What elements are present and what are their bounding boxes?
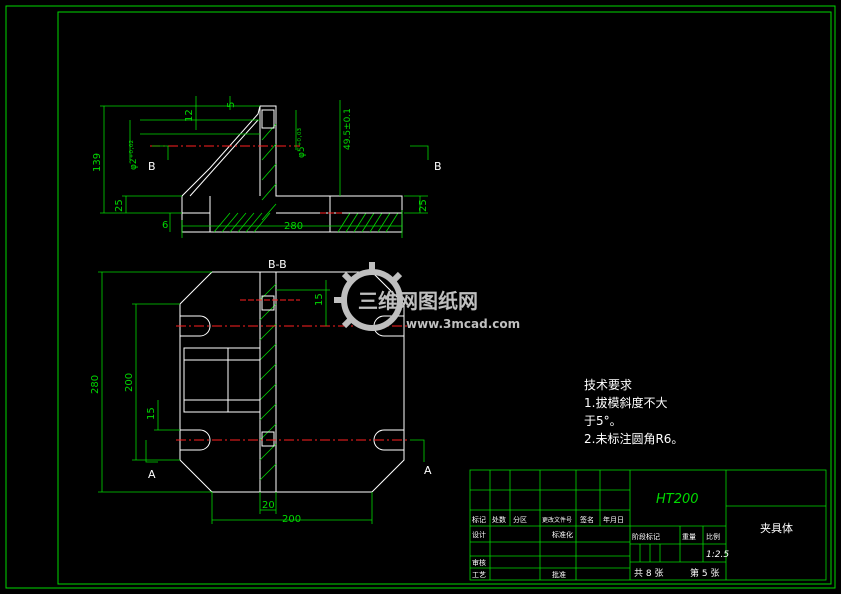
section-title: B-B <box>268 258 287 271</box>
label-stage: 阶段标记 <box>632 532 660 541</box>
tech-notes-line2: 于5°。 <box>584 414 622 428</box>
role-design: 设计 <box>472 530 486 539</box>
section-mark-a-left: A <box>148 468 156 481</box>
section-dim-200-h: 200 <box>282 514 301 525</box>
front-dim-139: 139 <box>92 153 103 172</box>
title-block <box>469 469 827 581</box>
inner-frame <box>57 11 832 585</box>
front-hatch <box>213 123 399 233</box>
front-dim-hole-a: φ2⁺⁰·⁰² <box>129 140 139 170</box>
header-date: 年月日 <box>603 515 624 524</box>
scale-value: 1:2.5 <box>706 550 729 560</box>
front-dim-hole-c: 49.5±0.1 <box>343 108 353 150</box>
part-name: 夹具体 <box>760 521 793 535</box>
section-dim-280: 280 <box>90 375 101 394</box>
front-dim-25-left: 25 <box>114 199 125 212</box>
front-dim-25-right: 25 <box>418 199 429 212</box>
gear-icon <box>334 262 403 331</box>
section-dim-15-left: 15 <box>146 407 157 420</box>
tech-notes-line1: 1.拔模斜度不大 <box>584 395 667 410</box>
tech-notes-title: 技术要求 <box>584 378 632 392</box>
section-mark-a-right: A <box>424 464 432 477</box>
watermark-brand: 三维网图纸网 <box>358 289 478 313</box>
section-dim-20: 20 <box>262 500 275 511</box>
watermark: 三维网图纸网 www.3mcad.com <box>334 262 520 331</box>
watermark-url: www.3mcad.com <box>406 317 520 331</box>
section-hatch <box>259 283 277 481</box>
front-view: 12 5 139 25 6 280 25 φ2⁺⁰·⁰² φ5⁺⁰·⁰³ 49.… <box>92 96 442 238</box>
sheet-number: 第 5 张 <box>690 567 719 579</box>
front-dim-280: 280 <box>284 221 303 232</box>
header-zone: 分区 <box>513 515 527 524</box>
label-standardization: 标准化 <box>552 530 573 539</box>
tech-notes-line3: 2.未标注圆角R6。 <box>584 431 683 446</box>
section-view: B-B <box>90 258 432 525</box>
header-mark: 标记 <box>472 515 486 524</box>
label-scale: 比例 <box>706 532 720 541</box>
section-dim-200-v: 200 <box>124 373 135 392</box>
front-dim-hole-b: φ5⁺⁰·⁰³ <box>297 128 307 158</box>
header-count: 处数 <box>492 515 506 524</box>
section-mark-b-left: B <box>148 160 156 173</box>
section-dim-15-top: 15 <box>314 293 325 306</box>
header-change-doc: 更改文件号 <box>542 516 572 524</box>
role-process: 工艺 <box>472 571 486 579</box>
header-sign: 签名 <box>580 515 594 524</box>
sheets-total: 共 8 张 <box>634 568 663 579</box>
front-dim-12: 12 <box>184 109 195 122</box>
outer-frame <box>5 5 836 589</box>
front-dim-6: 6 <box>162 220 168 231</box>
front-outline <box>181 105 403 233</box>
role-check: 审核 <box>472 558 486 567</box>
tech-notes: 技术要求 1.拔模斜度不大 于5°。 2.未标注圆角R6。 <box>584 378 683 446</box>
label-approve: 批准 <box>552 570 566 579</box>
label-weight: 重量 <box>682 533 696 541</box>
front-dim-5: 5 <box>226 102 237 108</box>
section-mark-b-right: B <box>434 160 442 173</box>
material-label: HT200 <box>656 492 699 507</box>
